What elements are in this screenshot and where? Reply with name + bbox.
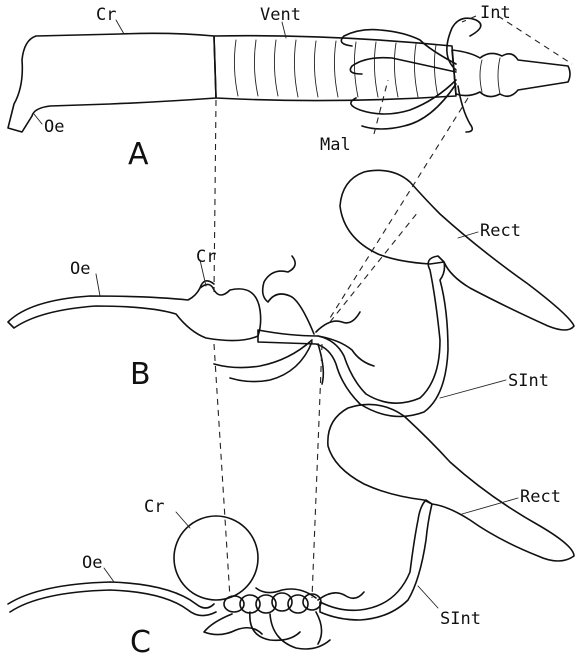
panel-a-label-intestine: Int [480,3,511,23]
panel-b-label-oesophagus: Oe [70,259,90,279]
panel-b-small-intestine [258,256,448,417]
panel-c-letter: C [130,625,151,660]
panel-b-label-small-intestine: SInt [508,371,549,391]
panel-a-label-ventriculus: Vent [260,5,301,25]
panel-b-label-crop: Cr [196,247,216,267]
panel-c-label-crop: Cr [144,497,164,517]
panel-a-intestine [452,50,570,97]
panel-b-rectum [340,170,574,330]
panel-a-label-oesophagus: Oe [44,117,64,137]
panel-b-drawing [8,170,574,416]
panel-b-malpighian-tubules [214,256,374,384]
panel-c-oesophagus [8,582,214,608]
panel-c-drawing [8,404,574,649]
panel-a-malpighian-tubules [341,18,480,132]
panel-c-rectum [328,404,574,561]
panel-a-drawing [8,16,572,134]
panel-a-label-malpighian: Mal [320,135,351,155]
panel-c-crop [174,516,258,600]
panel-b-letter: B [130,357,151,392]
panel-c-label-oesophagus: Oe [82,553,102,573]
panel-b-label-rectum: Rect [480,221,521,241]
panel-b-oesophagus [8,284,261,340]
panel-c-label-small-intestine: SInt [440,609,481,629]
panel-a-letter: A [128,137,149,172]
panel-c-label-rectum: Rect [520,487,561,507]
panel-a-ventriculus-rings [234,40,438,97]
panel-c-ventriculus [224,593,321,613]
correspondence-lines [214,98,468,598]
panel-a-crop [8,33,216,132]
panel-a-label-crop: Cr [96,5,116,25]
panel-c-small-intestine [320,500,432,620]
